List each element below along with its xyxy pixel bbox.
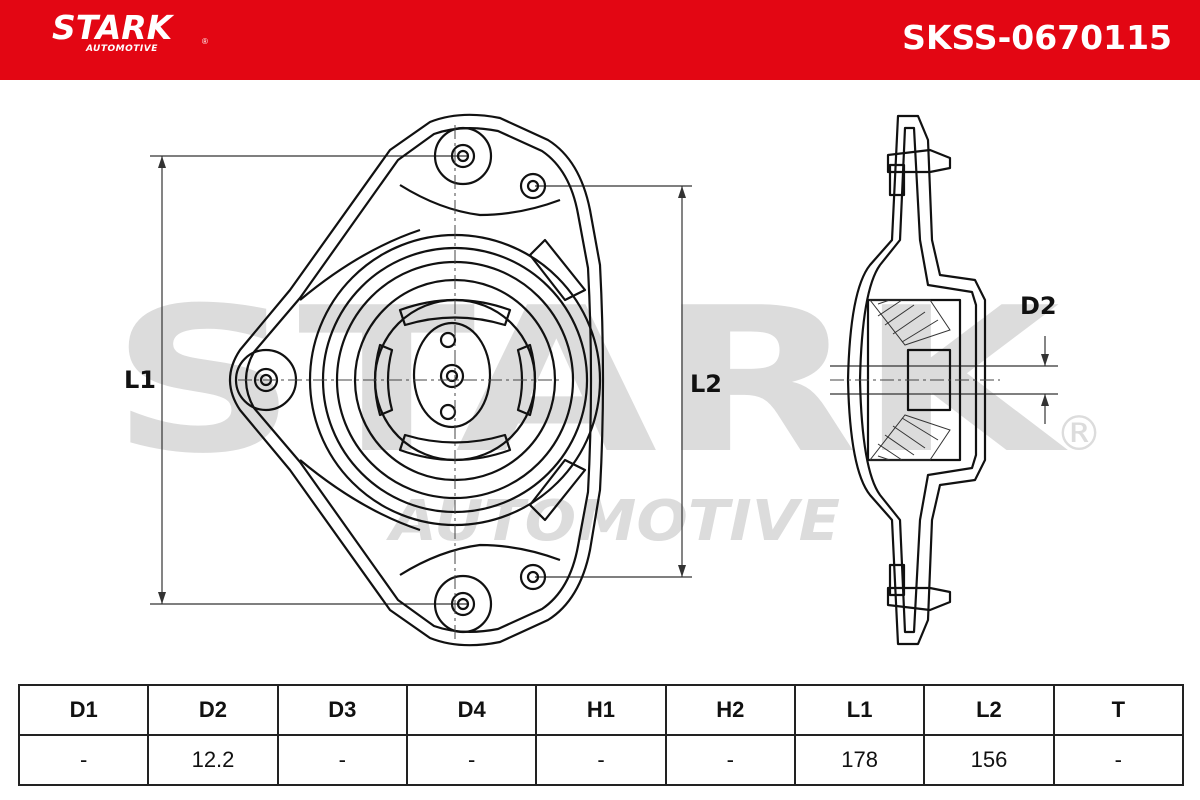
drawing-canvas: STARK AUTOMOTIVE ® bbox=[110, 113, 1103, 647]
spec-value-d1: - bbox=[17, 734, 150, 786]
dimension-arrows bbox=[158, 156, 1049, 604]
spec-value-h2: - bbox=[664, 734, 796, 786]
brand-name: STARK bbox=[52, 8, 173, 47]
spec-header-d2: D2 bbox=[147, 684, 279, 736]
spec-header-d3: D3 bbox=[276, 684, 408, 736]
center-lines bbox=[238, 125, 560, 640]
registered-mark: ® bbox=[202, 37, 208, 46]
spec-header-h2: H2 bbox=[664, 684, 796, 736]
watermark-registered: ® bbox=[1055, 406, 1103, 462]
side-view-hatch bbox=[868, 299, 951, 461]
technical-drawing: STARK AUTOMOTIVE ® bbox=[0, 80, 1200, 680]
spec-value-t: - bbox=[1052, 734, 1185, 786]
dimension-label-d2: D2 bbox=[1020, 292, 1057, 320]
spec-header-h1: H1 bbox=[535, 684, 667, 736]
brand-subtitle: AUTOMOTIVE bbox=[86, 44, 158, 54]
spec-value-d2: 12.2 bbox=[147, 734, 279, 786]
dimension-label-l1: L1 bbox=[124, 366, 156, 394]
spec-value-d4: - bbox=[405, 734, 538, 786]
part-number: SKSS-0670115 bbox=[902, 18, 1172, 57]
spec-header-l1: L1 bbox=[793, 684, 926, 736]
spec-value-l1: 178 bbox=[793, 734, 926, 786]
spec-header-d1: D1 bbox=[17, 684, 150, 736]
header-bar: STARK ® AUTOMOTIVE SKSS-0670115 bbox=[0, 0, 1200, 80]
spec-header-d4: D4 bbox=[405, 684, 538, 736]
specifications-table: D1 D2 D3 D4 H1 H2 L1 L2 T - 12.2 - - - -… bbox=[17, 684, 1185, 786]
brand-logo[interactable]: STARK ® AUTOMOTIVE bbox=[52, 8, 208, 55]
specifications-value-row: - 12.2 - - - - 178 156 - bbox=[17, 734, 1185, 786]
spec-header-t: T bbox=[1052, 684, 1185, 736]
spec-value-h1: - bbox=[535, 734, 667, 786]
watermark-sub: AUTOMOTIVE bbox=[386, 489, 840, 554]
spec-value-l2: 156 bbox=[923, 734, 1055, 786]
specifications-header-row: D1 D2 D3 D4 H1 H2 L1 L2 T bbox=[17, 684, 1185, 736]
dimension-label-l2: L2 bbox=[690, 370, 722, 398]
spec-header-l2: L2 bbox=[923, 684, 1055, 736]
spec-value-d3: - bbox=[276, 734, 408, 786]
